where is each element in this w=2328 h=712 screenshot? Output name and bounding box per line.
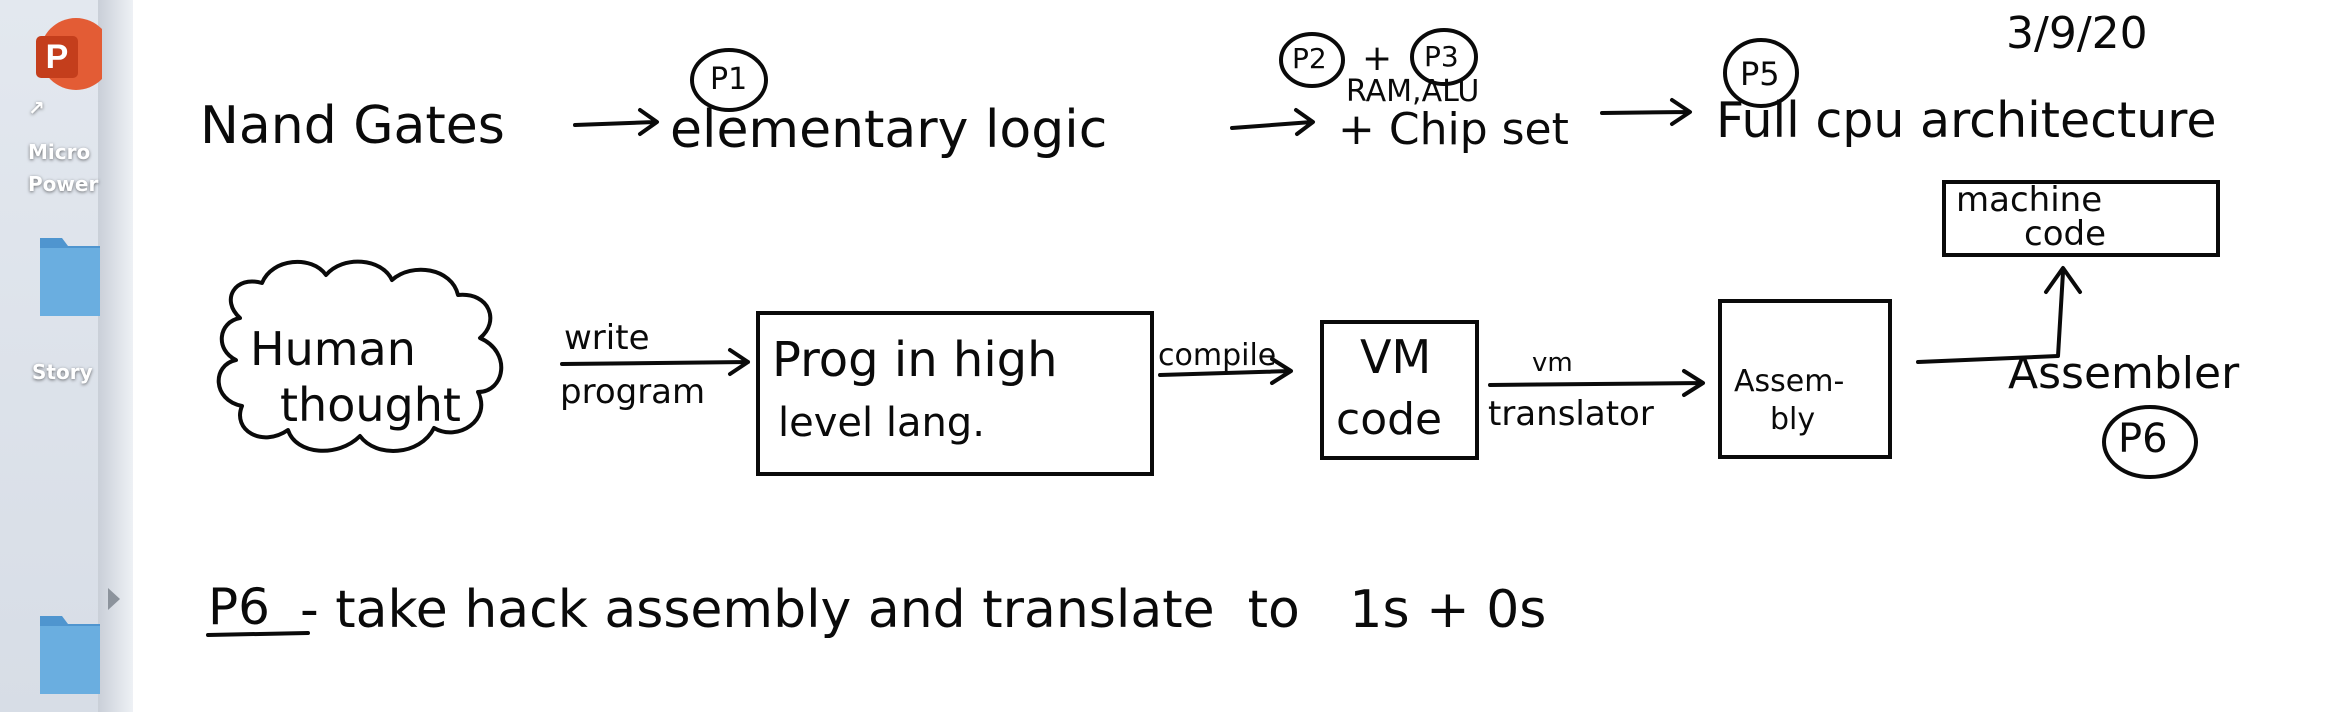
ppt-letter: P xyxy=(46,38,69,76)
assembly-line1: Assem- xyxy=(1734,364,1845,399)
p2-circle xyxy=(1279,32,1345,88)
folder-icon[interactable] xyxy=(36,232,100,318)
p2-label: P2 xyxy=(1292,42,1327,75)
p5-label: P5 xyxy=(1740,55,1780,93)
program-label: program xyxy=(560,372,706,412)
p3-circle xyxy=(1410,28,1478,86)
machine-label: machine xyxy=(1956,180,2103,220)
prog-high-level-box xyxy=(756,311,1154,476)
prog-line2: level lang. xyxy=(778,400,985,446)
p6-circle xyxy=(2102,405,2198,479)
human-label: Human xyxy=(250,322,416,376)
date: 3/9/20 xyxy=(2006,8,2148,59)
vm-code-box xyxy=(1320,320,1479,460)
dock-item-label-powerpoint: Micro Power xyxy=(28,140,99,196)
human-thought-cloud xyxy=(216,259,504,453)
arrow-vm-translator xyxy=(1488,369,1705,397)
powerpoint-icon[interactable]: P xyxy=(30,10,112,92)
vm-label: VM xyxy=(1360,330,1432,384)
p1-circle xyxy=(690,48,768,112)
assembler-label: Assembler xyxy=(2008,348,2240,399)
folder-icon[interactable] xyxy=(36,610,100,696)
assembly-line2: bly xyxy=(1770,402,1816,437)
p3-label: P3 xyxy=(1424,40,1459,73)
arrow-chip-to-cpu xyxy=(1600,98,1692,126)
translator-label: translator xyxy=(1488,394,1654,434)
elementary-logic: elementary logic xyxy=(670,100,1108,160)
code-label: code xyxy=(1336,394,1443,445)
machine-code-box xyxy=(1942,180,2220,257)
dock: P ↗ Micro Power Story xyxy=(0,0,133,712)
thought-label: thought xyxy=(280,378,461,432)
chip-set: + Chip set xyxy=(1338,104,1569,155)
ram-alu: RAM,ALU xyxy=(1346,74,1480,109)
prog-line1: Prog in high xyxy=(772,332,1058,388)
assembly-box xyxy=(1718,299,1892,459)
arrow-compile xyxy=(1158,357,1293,385)
p6-underlined-label: P6 xyxy=(208,578,270,636)
p6-description: - take hack assembly and translate to 1s… xyxy=(300,580,1547,640)
dock-expand-arrow-icon[interactable] xyxy=(108,588,120,610)
plus-sign: + xyxy=(1362,38,1393,79)
code-mc-label: code xyxy=(2024,214,2106,254)
arrow-write-program xyxy=(560,348,750,376)
dock-item-label-story: Story xyxy=(32,360,93,384)
p1-label: P1 xyxy=(710,62,748,97)
compile-label: compile xyxy=(1158,338,1277,373)
arrow-to-machine-code xyxy=(1916,266,2082,364)
shortcut-arrow-icon: ↗ xyxy=(28,96,45,120)
arrow-elementary-to-chip xyxy=(1230,108,1315,136)
arrow-nand-to-elementary xyxy=(573,108,659,136)
p6-circle-label: P6 xyxy=(2118,416,2168,462)
vm-arrow-label: vm xyxy=(1532,348,1573,378)
p6-underline xyxy=(206,631,310,637)
p5-circle xyxy=(1723,38,1799,108)
full-cpu-architecture: Full cpu architecture xyxy=(1716,92,2217,149)
nand-gates: Nand Gates xyxy=(200,96,505,156)
write-label: write xyxy=(564,318,650,358)
